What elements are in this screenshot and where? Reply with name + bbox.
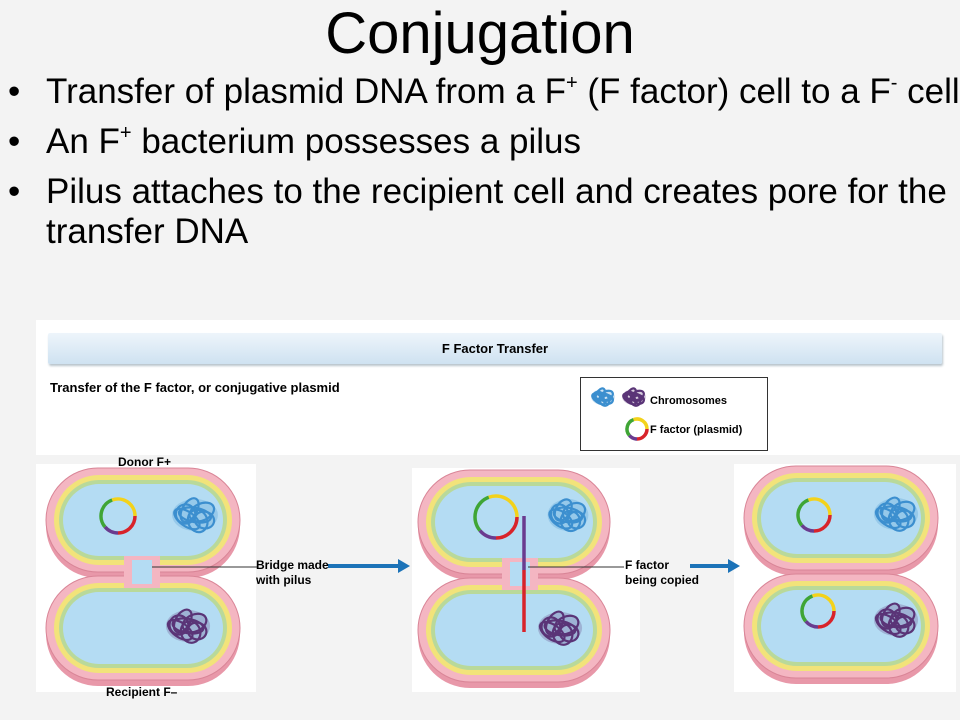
plasmid-segment <box>117 515 137 535</box>
bullet-dot: • <box>8 72 21 111</box>
chromosome-fill <box>172 499 218 531</box>
legend-f-factor-label: F factor (plasmid) <box>650 424 743 436</box>
cell-cytoplasm <box>435 594 593 666</box>
plasmid-segment <box>796 498 810 527</box>
figure-subheading: Transfer of the F factor, or conjugative… <box>50 380 340 395</box>
recipient-label: Recipient F– <box>106 685 178 699</box>
donor-plasmid-3 <box>796 497 832 533</box>
chromosome-loop <box>876 608 898 630</box>
recipient-chromosome-2 <box>537 610 583 646</box>
plasmid-segment <box>488 494 519 518</box>
recipient-plasmid-3 <box>800 593 836 629</box>
chromosome-fill <box>873 498 919 530</box>
chromosome-loop <box>879 505 913 523</box>
donor-chromosome-3 <box>873 496 919 532</box>
donor-plasmid-2 <box>473 494 519 540</box>
donor-label: Donor F+ <box>118 455 171 469</box>
legend-box <box>580 377 768 451</box>
chromosome-loop <box>177 506 213 524</box>
bullet-list: • Transfer of plasmid DNA from a F+ (F f… <box>0 72 960 262</box>
plasmid-segment <box>636 428 649 441</box>
arrow-head <box>398 559 410 573</box>
plasmid-segment <box>495 516 519 540</box>
plasmid-segment <box>627 434 638 441</box>
chromosome-loop <box>879 611 913 629</box>
plasmid-segment <box>813 514 832 533</box>
chromosome-loop <box>591 390 605 403</box>
chromosome-loop <box>549 503 570 525</box>
chromosome-fill <box>547 499 589 531</box>
plasmid-segment <box>804 620 819 629</box>
cell-cytoplasm <box>761 482 921 554</box>
cell-cytoplasm <box>435 486 593 558</box>
chromosome-fill <box>165 610 211 642</box>
plasmid-segment <box>473 495 490 532</box>
bullet-dot: • <box>8 122 21 161</box>
plasmid-segment <box>103 525 119 535</box>
bridge-2-channel <box>510 562 530 586</box>
chromosome-loop <box>876 502 898 524</box>
chromosome-fill <box>873 604 919 636</box>
chromosome-loop <box>561 501 587 523</box>
donor-chromosome-1 <box>172 497 218 534</box>
chromosome-fill <box>622 389 646 405</box>
bridge-1-channel <box>132 560 152 584</box>
copy-callout: F factor being copied <box>625 558 700 587</box>
plasmid-segment <box>632 417 649 430</box>
plasmid-segment <box>817 610 836 629</box>
plasmid-segment <box>111 497 137 517</box>
arrow-2 <box>690 559 740 573</box>
plasmid-segment <box>811 593 836 612</box>
bullet-item: • Transfer of plasmid DNA from a F+ (F f… <box>8 72 960 111</box>
plasmid-segment <box>99 498 113 529</box>
plasmid-segment <box>625 417 635 437</box>
recipient-chromosome-1 <box>165 608 211 644</box>
bullet-item: • An F+ bacterium possesses a pilus <box>8 122 581 161</box>
plasmid-segment <box>800 594 814 623</box>
bullet-dot: • <box>8 172 21 211</box>
plasmid-segment <box>800 524 815 533</box>
chromosome-loop <box>543 619 577 637</box>
chromosome-loop <box>168 614 190 636</box>
bridge-callout: Bridge made with pilus <box>256 558 329 587</box>
donor-plasmid-1 <box>99 497 137 535</box>
arrow-1 <box>328 559 410 573</box>
chromosome-loop <box>540 616 562 638</box>
recipient-cell-1 <box>45 575 241 686</box>
slide-title: Conjugation <box>325 1 635 66</box>
donor-cell-3 <box>743 465 939 576</box>
legend-chromosome-purple-icon <box>622 387 646 407</box>
recipient-chromosome-3 <box>873 602 919 638</box>
legend-plasmid-icon <box>625 417 649 441</box>
plasmid-segment <box>478 529 497 540</box>
chromosome-loop <box>174 503 197 525</box>
chromosome-fill <box>537 612 583 644</box>
recipient-cell-2 <box>417 577 611 688</box>
chromosome-fill <box>591 389 615 405</box>
legend-chromosome-blue-icon <box>591 387 615 407</box>
arrow-head <box>728 559 740 573</box>
chromosome-loop <box>171 617 205 635</box>
figure-banner: F Factor Transfer <box>48 333 942 364</box>
donor-chromosome-2 <box>547 498 589 533</box>
bullet-item: • Pilus attaches to the recipient cell a… <box>8 172 947 251</box>
legend-chromosomes-label: Chromosomes <box>650 395 728 407</box>
chromosome-loop <box>622 390 636 403</box>
cell-cytoplasm <box>63 484 223 556</box>
plasmid-segment <box>807 497 832 516</box>
donor-cell-1 <box>45 467 241 578</box>
